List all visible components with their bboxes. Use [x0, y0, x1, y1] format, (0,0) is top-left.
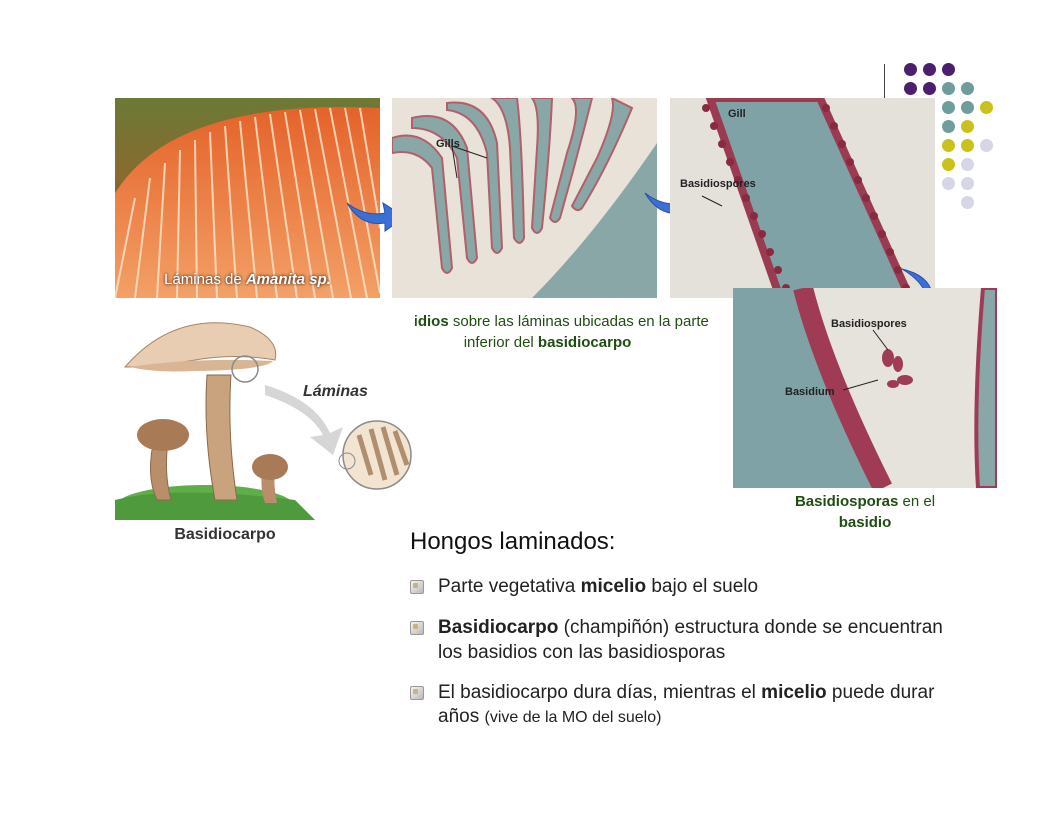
bullet-text: Parte vegetativa — [438, 576, 581, 597]
basidium-micrograph: Basidiospores Basidium — [733, 288, 997, 488]
micro-label-gill: Gill — [728, 108, 746, 120]
gills-micrograph: Gills — [392, 98, 657, 298]
decorative-dot-grid — [884, 60, 994, 209]
slide-title: Hongos laminados: — [410, 528, 616, 555]
micro-label-basidiospores: Basidiospores — [680, 178, 756, 190]
micro-label-gills: Gills — [436, 138, 460, 150]
basidiocarp-illustration — [115, 315, 415, 520]
mushroom-drawing — [115, 322, 412, 520]
bullet-item: Parte vegetativa micelio bajo el suelo — [410, 575, 970, 600]
basidiosporas-caption-bold2: basidio — [838, 514, 892, 531]
dot — [942, 139, 955, 152]
gills-illustration — [115, 98, 380, 298]
bullet-icon — [410, 580, 424, 594]
basidios-caption-bold2: basidiocarpo — [537, 334, 632, 351]
basidios-caption: Basidios sobre las láminas ubicadas en l… — [375, 311, 720, 353]
bullet-icon — [410, 686, 424, 700]
laminas-label: Láminas — [303, 383, 368, 400]
basidiosporas-caption-mid: en el — [898, 493, 936, 510]
bullet-text: bajo el suelo — [646, 576, 759, 597]
bullet-text: (champiñón) — [558, 617, 675, 638]
micro-label-basidium: Basidium — [785, 386, 835, 398]
basidiocarpo-label: Basidiocarpo — [174, 526, 276, 543]
dot — [942, 82, 955, 95]
dot — [942, 63, 955, 76]
bullet-bold: micelio — [761, 682, 827, 703]
dot — [923, 82, 936, 95]
dot — [923, 63, 936, 76]
dot — [961, 101, 974, 114]
bullet-bold: Basidiocarpo — [438, 617, 559, 638]
photo1-caption: Láminas de Amanita sp. — [115, 271, 380, 288]
photo1-caption-text: Láminas de — [164, 271, 246, 288]
dot — [980, 139, 993, 152]
dot — [942, 177, 955, 190]
gills-micrograph-illustration — [392, 98, 657, 298]
dot — [942, 101, 955, 114]
dot — [942, 158, 955, 171]
bullet-text: estructura donde se encuentran los basid… — [438, 617, 943, 663]
dot — [961, 196, 974, 209]
vertical-rule — [884, 64, 885, 98]
dot — [904, 63, 917, 76]
dot — [961, 120, 974, 133]
dot — [961, 82, 974, 95]
bullet-note: (vive de la MO del suelo) — [484, 709, 662, 726]
dot — [961, 177, 974, 190]
basidiosporas-caption: Basidiosporas en el basidio — [745, 491, 985, 533]
amanita-gills-photo: Láminas de Amanita sp. — [115, 98, 380, 298]
bullet-bold: micelio — [580, 576, 647, 597]
basidiosporas-caption-bold1: Basidiosporas — [794, 493, 899, 510]
dot — [961, 139, 974, 152]
bullet-item: Basidiocarpo (champiñón) estructura dond… — [410, 616, 970, 665]
bullet-text: puede durar años — [438, 682, 935, 727]
dot — [904, 82, 917, 95]
bullet-icon — [410, 621, 424, 635]
dot — [942, 120, 955, 133]
dot — [980, 101, 993, 114]
basidium-illustration — [733, 288, 997, 488]
bullet-text: El basidiocarpo dura días, mientras el — [438, 682, 762, 703]
bullet-item: El basidiocarpo dura días, mientras el m… — [410, 681, 970, 730]
micro-label-basidiospores-2: Basidiospores — [831, 318, 907, 330]
gill-closeup-micrograph: Gill Basidiospores — [670, 98, 935, 298]
gill-closeup-illustration — [670, 98, 935, 298]
photo1-caption-species: Amanita sp. — [245, 271, 331, 288]
bullet-list: Parte vegetativa micelio bajo el suelo B… — [410, 575, 970, 746]
basidios-caption-mid: sobre las láminas ubicadas en la parte i… — [448, 313, 709, 351]
dot — [961, 158, 974, 171]
